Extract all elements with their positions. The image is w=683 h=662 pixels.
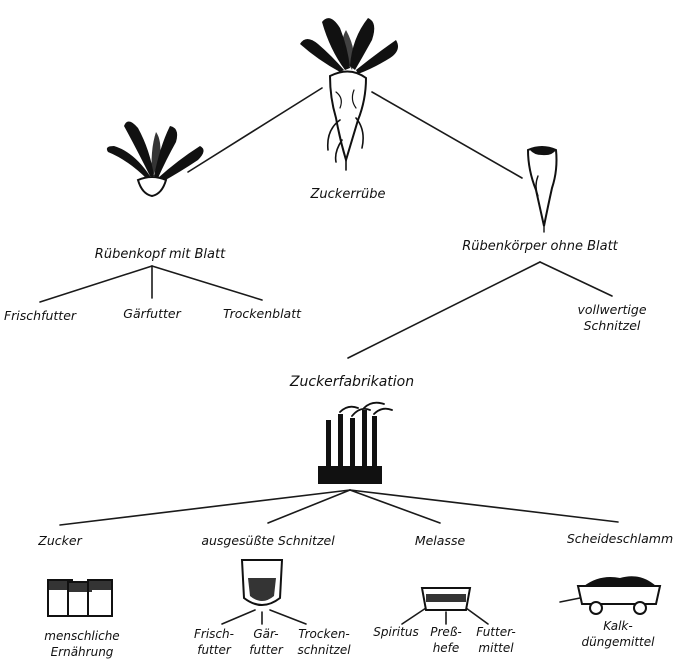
sugar-sacks-icon: [47, 579, 113, 617]
melasse-vat-icon: [420, 587, 472, 611]
output-scheideschlamm-label: Scheideschlamm: [567, 531, 673, 546]
left-branch-label: Rübenkopf mit Blatt: [95, 247, 226, 262]
schnitzel-funnel-icon: [240, 559, 284, 606]
schnitzel-use-gaer-line1: Gär-: [253, 627, 278, 641]
line-head-trockenblatt: [151, 265, 263, 301]
right-product-line2: Schnitzel: [584, 318, 641, 333]
left-product-gaerfutter: Gärfutter: [123, 306, 181, 321]
line-melasse-futter: [465, 607, 489, 625]
schnitzel-use-trocken-line2: schnitzel: [297, 643, 351, 657]
line-body-schnitzel: [539, 261, 613, 297]
schnitzel-use-frisch-line1: Frisch-: [194, 627, 234, 641]
sugar-beet-illustration: [300, 18, 398, 171]
output-zucker-label: Zucker: [37, 533, 82, 548]
melasse-use-hefe-line1: Preß-: [430, 625, 461, 639]
line-body-factory: [347, 261, 541, 359]
right-branch-label: Rübenkörper ohne Blatt: [462, 239, 618, 254]
melasse-use-hefe-line2: hefe: [433, 641, 460, 655]
output-melasse-label: Melasse: [415, 533, 466, 548]
line-factory-scheideschlamm: [349, 489, 619, 523]
melasse-use-futter-line2: mittel: [478, 641, 514, 655]
line-beet-to-body: [371, 91, 523, 179]
beet-head-illustration: [106, 121, 204, 198]
connector-lines: [39, 87, 619, 625]
factory-icon: [318, 401, 393, 484]
line-schnitzel-trocken: [269, 609, 307, 625]
line-head-frischfutter: [39, 265, 153, 303]
melasse-use-futter-line1: Futter-: [476, 625, 515, 639]
beet-body-illustration: [526, 146, 558, 233]
schnitzel-use-trocken-line1: Trocken-: [298, 627, 350, 641]
root-label: Zuckerrübe: [310, 187, 386, 202]
line-melasse-spiritus: [401, 607, 427, 625]
zucker-use-line2: Ernährung: [51, 645, 114, 659]
scheideschlamm-use-line2: düngemittel: [582, 635, 656, 649]
left-product-frischfutter: Frischfutter: [4, 308, 77, 323]
factory-label: Zuckerfabrikation: [289, 374, 414, 390]
right-product-line1: vollwertige: [577, 302, 646, 317]
cart-icon: [559, 576, 662, 615]
scheideschlamm-use-line1: Kalk-: [603, 619, 632, 633]
zucker-use-line1: menschliche: [44, 629, 119, 643]
line-factory-schnitzel: [267, 489, 351, 524]
output-schnitzel-label: ausgesüßte Schnitzel: [201, 533, 335, 548]
schnitzel-use-gaer-line2: futter: [249, 643, 284, 657]
schnitzel-use-frisch-line2: futter: [197, 643, 232, 657]
line-beet-to-head: [187, 87, 323, 173]
left-product-trockenblatt: Trockenblatt: [223, 306, 302, 321]
line-schnitzel-frisch: [221, 609, 256, 625]
line-factory-zucker: [59, 489, 351, 526]
melasse-use-spiritus: Spiritus: [373, 625, 418, 639]
line-factory-melasse: [349, 489, 441, 524]
